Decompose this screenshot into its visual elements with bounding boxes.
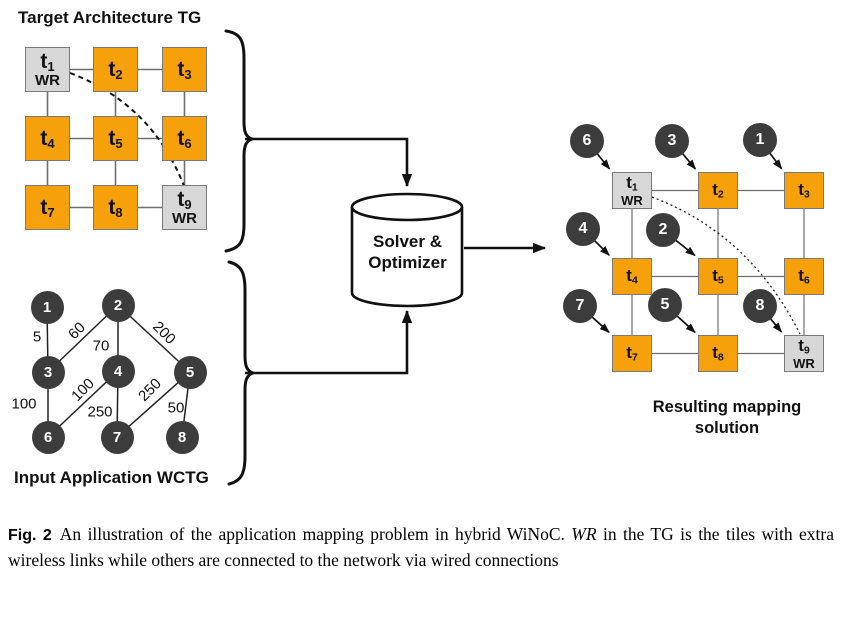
result-tile-t6: t6 — [784, 258, 824, 295]
result-title-line2: solution — [694, 419, 760, 437]
tile-label: t7 — [40, 195, 55, 220]
mapped-task-1: 1 — [743, 123, 777, 157]
wctg-node-2: 2 — [101, 288, 135, 322]
tile-label: t2 — [108, 57, 123, 82]
result-title: Resulting mapping solution — [612, 397, 841, 439]
tg-tile-t8: t8 — [93, 185, 138, 230]
edge-weight-4-7: 250 — [87, 403, 113, 421]
tg-tile-t7: t7 — [25, 185, 70, 230]
tile-label: t9 — [177, 187, 192, 212]
edge-weight-5-8: 50 — [167, 399, 185, 417]
tg-brace — [224, 29, 257, 253]
wctg-node-4: 4 — [101, 354, 135, 388]
result-tile-t7: t7 — [612, 335, 652, 372]
tile-label: t2 — [712, 180, 724, 201]
tile-label: t1 — [626, 173, 638, 194]
figure-drawing — [46, 29, 805, 486]
result-tile-t8: t8 — [698, 335, 738, 372]
wctg-node-8: 8 — [165, 420, 199, 454]
wctg-node-7: 7 — [100, 420, 134, 454]
result-tile-t4: t4 — [612, 258, 652, 295]
wr-label: WR — [35, 72, 60, 90]
wctg-title: Input Application WCTG — [14, 468, 209, 487]
wctg-node-1: 1 — [30, 290, 64, 324]
result-tile-t5: t5 — [698, 258, 738, 295]
tg-tile-t6: t6 — [162, 116, 207, 161]
caption-text-before: An illustration of the application mappi… — [59, 524, 565, 544]
tg-tile-t2: t2 — [93, 47, 138, 92]
mapped-task-6: 6 — [570, 124, 604, 158]
result-title-line1: Resulting mapping — [652, 398, 802, 416]
wctg-node-6: 6 — [31, 420, 65, 454]
edge-weight-3-6: 100 — [11, 395, 37, 413]
tg-wireless-link-curve — [69, 72, 185, 187]
tile-label: t3 — [798, 180, 810, 201]
tile-label: t7 — [626, 343, 638, 364]
tile-label: t8 — [712, 343, 724, 364]
tile-label: t4 — [40, 126, 55, 151]
tg-title: Target Architecture TG — [18, 8, 202, 27]
tile-label: t6 — [798, 266, 810, 287]
caption-text-after: in the TG is the tiles with extra wirele… — [8, 524, 834, 570]
tile-label: t6 — [177, 126, 192, 151]
tile-label: t4 — [626, 266, 638, 287]
wctg-node-3: 3 — [31, 355, 65, 389]
wr-label: WR — [793, 355, 815, 371]
solver-label: Solver & Optimizer — [352, 231, 463, 273]
mapped-task-5: 5 — [648, 288, 682, 322]
tg-grid-links — [46, 68, 186, 209]
tile-label: t1 — [40, 49, 55, 74]
solver-cylinder-top — [350, 192, 464, 222]
tile-label: t5 — [108, 126, 123, 151]
arrow-tg-to-solver — [245, 137, 413, 188]
tile-label: t3 — [177, 57, 192, 82]
solver-label-line1: Solver & — [373, 232, 442, 251]
wctg-node-5: 5 — [173, 355, 207, 389]
tg-tile-t5: t5 — [93, 116, 138, 161]
edge-weight-1-3: 5 — [32, 328, 42, 346]
tg-tile-t4: t4 — [25, 116, 70, 161]
arrow-wctg-to-solver — [245, 309, 413, 375]
result-wireless-link-curve — [651, 196, 801, 335]
mapped-task-7: 7 — [563, 289, 597, 323]
figure-caption: Fig. 2 An illustration of the application… — [8, 522, 834, 572]
tile-label: t9 — [798, 336, 810, 357]
mapped-task-8: 8 — [743, 289, 777, 323]
caption-wr: WR — [571, 524, 597, 544]
mapped-task-4: 4 — [566, 212, 600, 246]
result-tile-t3: t3 — [784, 172, 824, 209]
tile-label: t5 — [712, 266, 724, 287]
tile-label: t8 — [108, 195, 123, 220]
mapped-task-3: 3 — [655, 124, 689, 158]
solver-label-line2: Optimizer — [368, 253, 447, 272]
result-tile-t2: t2 — [698, 172, 738, 209]
mapped-task-2: 2 — [646, 213, 680, 247]
wr-label: WR — [172, 210, 197, 228]
caption-tag: Fig. 2 — [8, 527, 52, 544]
wr-label: WR — [621, 192, 643, 208]
solver-cylinder-body — [350, 207, 464, 308]
edge-weight-2-4: 70 — [92, 337, 110, 355]
tg-tile-t3: t3 — [162, 47, 207, 92]
